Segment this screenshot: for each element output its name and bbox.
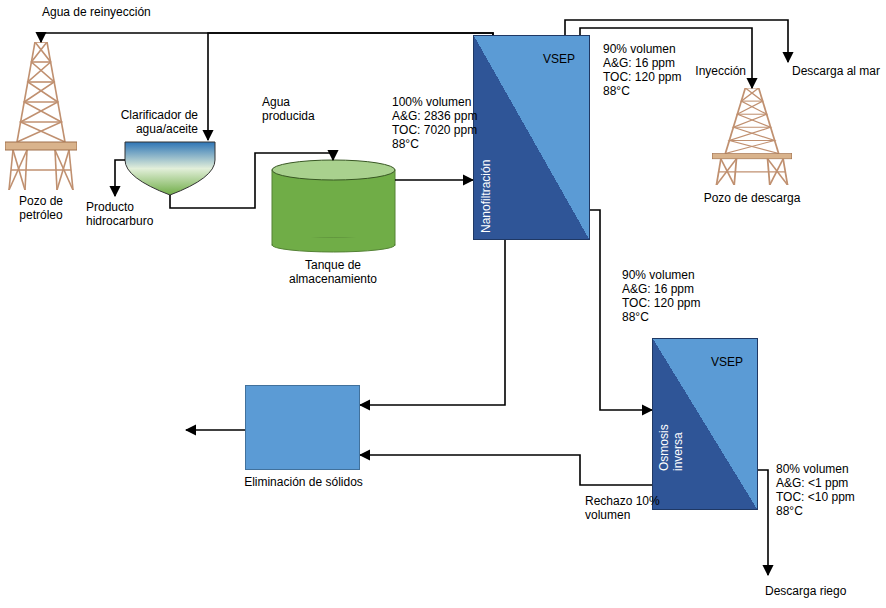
flow-label: 90% volumen <box>622 268 695 282</box>
connector-label: Inyección <box>695 64 746 78</box>
tank-bottom <box>272 238 395 252</box>
node-label: VSEP <box>711 355 743 369</box>
flow-label: 88°C <box>776 504 803 518</box>
solids-out-arrow <box>186 429 245 431</box>
nanofiltration-unit: VSEP Nanofiltración <box>473 35 590 240</box>
connector-label: Rechazo 10% volumen <box>585 494 675 522</box>
flow-label: 90% volumen <box>603 42 676 56</box>
flow-connector <box>41 33 493 42</box>
storage-tank: Tanque de almacenamiento <box>272 160 395 250</box>
sea-discharge-arrow <box>565 20 788 62</box>
oil-rig <box>5 42 77 190</box>
flow-connector <box>580 28 752 88</box>
tank-top <box>272 160 395 180</box>
flow-label: TOC: <10 ppm <box>776 490 855 504</box>
flow-label: 88°C <box>603 84 630 98</box>
flow-label: Producto hidrocarburo <box>86 200 166 228</box>
flow-label: 100% volumen <box>392 95 471 109</box>
solids-removal-box: Eliminación de sólidos <box>245 385 360 470</box>
flow-label: 80% volumen <box>776 462 849 476</box>
flow-label: 88°C <box>392 137 419 151</box>
flow-connector <box>395 179 473 181</box>
flow-label: TOC: 7020 ppm <box>392 123 477 137</box>
flow-connector <box>360 240 505 405</box>
node-sublabel: Osmosis inversa <box>657 409 685 471</box>
flow-label: Descarga riego <box>765 584 846 598</box>
discharge-rig <box>712 88 792 185</box>
clarifier-bowl <box>125 142 215 195</box>
tank-fill <box>273 238 394 245</box>
flow-label: Agua de reinyección <box>42 5 151 19</box>
flow-connector <box>170 153 333 208</box>
connector-label: Agua producida <box>262 95 324 123</box>
flow-connector <box>360 455 652 485</box>
node-sublabel: Nanofiltración <box>479 160 493 233</box>
flow-label: Descarga al mar <box>792 64 880 78</box>
flow-label: TOC: 120 ppm <box>622 296 700 310</box>
flow-label: A&G: 16 ppm <box>622 282 694 296</box>
flow-connector <box>590 210 652 410</box>
product-arrow <box>115 160 125 196</box>
node-label: Pozo de descarga <box>692 191 812 205</box>
node-label: Clarificador de agua/aceite <box>108 108 198 136</box>
node-label: VSEP <box>543 52 575 66</box>
node-label: Tanque de almacenamiento <box>283 258 383 286</box>
flow-label: A&G: 2836 ppm <box>392 109 477 123</box>
flow-label: 88°C <box>622 310 649 324</box>
discharge-well: Pozo de descarga <box>712 88 792 185</box>
flow-label: A&G: <1 ppm <box>776 476 848 490</box>
node-label: Pozo de petróleo <box>10 194 72 222</box>
reverse-osmosis-unit: VSEP Osmosis inversa <box>652 338 758 510</box>
node-label: Eliminación de sólidos <box>236 475 371 489</box>
clarifier: Clarificador de agua/aceite <box>125 140 215 195</box>
oil-well: Pozo de petróleo <box>5 42 77 190</box>
irrigation-arrow <box>758 470 768 575</box>
flow-connector <box>208 33 493 140</box>
flow-label: A&G: 16 ppm <box>603 56 675 70</box>
flow-label: TOC: 120 ppm <box>603 70 681 84</box>
tank-body <box>272 170 395 245</box>
